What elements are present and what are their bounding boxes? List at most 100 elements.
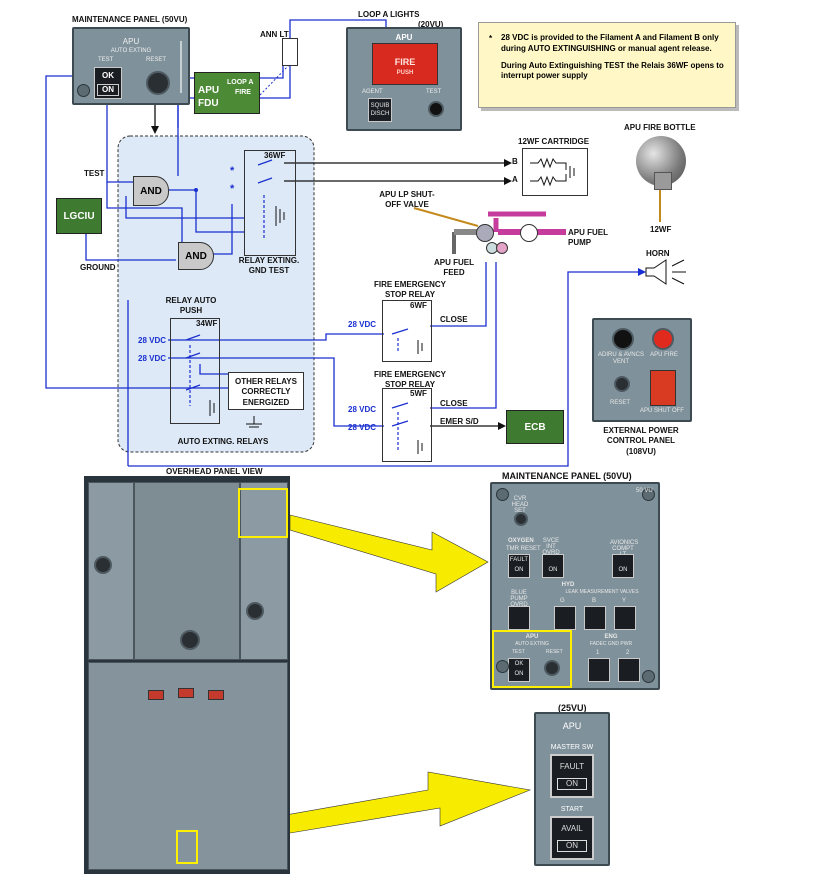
apu25-title: APU — [562, 721, 582, 731]
wire-close-5wf — [430, 262, 497, 409]
wire-test-down — [106, 182, 183, 244]
close-6wf: CLOSE — [440, 315, 468, 324]
other-relays-label: OTHER RELAYS CORRECTLY ENERGIZED — [235, 377, 297, 407]
apu-fire-light[interactable] — [652, 328, 674, 350]
ovh-knob-2[interactable] — [180, 630, 200, 650]
ext-reset-label: RESET — [609, 400, 630, 406]
leak-valve-y-button[interactable] — [614, 606, 636, 630]
fire-bottle-valve-icon — [654, 172, 672, 190]
blue-pump-ovrd-button[interactable] — [508, 606, 530, 630]
ann-lt-label: ANN LT — [260, 30, 289, 39]
apu-fire-pushbutton[interactable]: FIRE PUSH — [372, 43, 438, 85]
fadec-1-button[interactable] — [588, 658, 610, 682]
resistor-icon — [530, 157, 575, 187]
master-fault: FAULT — [559, 762, 585, 771]
and-gate-1: AND — [133, 176, 169, 206]
maint-apu-reset-knob[interactable] — [544, 660, 560, 676]
and-gate-2: AND — [178, 242, 214, 270]
ovh-fire-button-2[interactable] — [178, 688, 194, 698]
vu25-label: (25VU) — [558, 703, 587, 713]
hyd-label: HYD — [561, 582, 575, 588]
master-on: ON — [557, 778, 587, 790]
svce-int-button[interactable]: ON — [542, 554, 564, 578]
leak-label: LEAK MEASUREMENT VALVES — [565, 589, 639, 595]
maint-panel-top-test-label: TEST — [98, 57, 114, 63]
apu-fuel-pump-label: APU FUEL PUMP — [568, 228, 608, 247]
avionics-compt-lt-button[interactable]: ON — [612, 554, 634, 578]
maint-panel-top-title: MAINTENANCE PANEL (50VU) — [72, 15, 188, 24]
ovh-knob-1[interactable] — [94, 556, 112, 574]
loop-a-lights-title: LOOP A LIGHTS — [358, 10, 420, 19]
maint-big-panel: 50 VU CVR HEAD SET OXYGEN TMR RESET SVCE… — [490, 482, 660, 690]
other-relays-box: OTHER RELAYS CORRECTLY ENERGIZED — [228, 372, 304, 410]
fdu-loop: LOOP A — [227, 79, 254, 86]
ovh-fire-button-1[interactable] — [148, 690, 164, 700]
cartridge-box — [522, 148, 588, 196]
squib-disch-button[interactable]: SQUIB DISCH — [368, 98, 392, 122]
ground-label: GROUND — [80, 263, 116, 272]
relay-6wf-label: 6WF — [410, 301, 427, 310]
eng-2: 2 — [626, 650, 630, 656]
maint-big-title: MAINTENANCE PANEL (50VU) — [502, 471, 632, 481]
wire-and1-out — [168, 189, 244, 233]
avionics-on: ON — [618, 567, 628, 573]
relay-exting-gnd-test-label: RELAY EXTING. GND TEST — [238, 256, 300, 275]
maint-apu-highlight — [492, 630, 572, 688]
maint-vu: 50 VU — [636, 488, 653, 494]
leak-valve-b-button[interactable] — [584, 606, 606, 630]
apu-start-button[interactable]: AVAIL ON — [550, 816, 594, 860]
apu-shut-off-button[interactable] — [650, 370, 676, 406]
horn-icon — [645, 259, 686, 285]
overhead-title: OVERHEAD PANEL VIEW — [166, 467, 263, 476]
apu-25vu-panel: APU MASTER SW FAULT ON START AVAIL ON — [534, 712, 610, 866]
fadec-2-button[interactable] — [618, 658, 640, 682]
oxygen-tmr-reset-button[interactable]: FAULT ON — [508, 554, 530, 578]
vdc-34wf-2: 28 VDC — [138, 354, 167, 363]
relay-34wf-label: 34WF — [196, 319, 218, 328]
eng-label: ENG — [604, 634, 618, 640]
relay-36wf-label: 36WF — [264, 151, 286, 160]
star-1: * — [230, 165, 235, 177]
and-gate-2-label: AND — [185, 250, 207, 262]
relay-6wf — [382, 300, 432, 362]
screw-icon — [496, 488, 509, 501]
relay-auto-push-label: RELAY AUTO PUSH — [165, 296, 217, 315]
apu-fdu-box: APU FDU LOOP A FIRE — [194, 72, 260, 114]
lgciu-box: LGCIU — [56, 198, 102, 234]
loop-test-button[interactable] — [428, 101, 444, 117]
agent-label: AGENT — [362, 89, 383, 95]
cvr-jack[interactable] — [514, 512, 528, 526]
ovh-right-upper — [240, 482, 288, 660]
ann-lt-box — [282, 38, 298, 66]
fuel-pump-icon — [520, 224, 538, 242]
apu-master-sw-button[interactable]: FAULT ON — [550, 754, 594, 798]
apu-auto-exting-test-button[interactable]: OK ON — [94, 67, 122, 99]
emer-sd-label: EMER S/D — [440, 417, 479, 426]
squib-label: SQUIB — [370, 103, 390, 109]
ext-reset-button[interactable] — [614, 376, 630, 392]
ovh-knob-3[interactable] — [246, 602, 264, 620]
loop-test-label: TEST — [426, 89, 442, 95]
lgciu-label: LGCIU — [63, 210, 95, 222]
maint-panel-top-reset-label: RESET — [146, 57, 167, 63]
oxygen-fault: FAULT — [509, 557, 529, 563]
lp-valve-icon — [476, 224, 494, 242]
loop-a-lights-panel: APU FIRE PUSH AGENT TEST SQUIB DISCH — [346, 27, 462, 131]
vdc-34wf-1: 28 VDC — [138, 336, 167, 345]
fadec-label: FADEC GND PWR — [589, 641, 633, 647]
maint-panel-top-auto-exting: AUTO EXTING — [110, 48, 152, 54]
wire-lgciu — [85, 232, 176, 261]
maint-apu-test-button[interactable]: OK ON — [508, 658, 530, 682]
adirs-vent-light[interactable] — [612, 328, 634, 350]
ecb-label: ECB — [524, 421, 546, 433]
leak-b: B — [592, 598, 597, 604]
note-line-1: 28 VDC is provided to the Filament A and… — [501, 33, 719, 53]
fdu-fire: FIRE — [235, 89, 251, 96]
loop-apu-label: APU — [395, 33, 413, 42]
auto-exting-relays-label: AUTO EXTING. RELAYS — [177, 437, 269, 446]
ovh-fire-button-3[interactable] — [208, 690, 224, 700]
reset-knob[interactable] — [146, 71, 170, 95]
oxygen-on: ON — [514, 567, 524, 573]
wire-left-loop — [45, 75, 244, 389]
leak-valve-g-button[interactable] — [554, 606, 576, 630]
